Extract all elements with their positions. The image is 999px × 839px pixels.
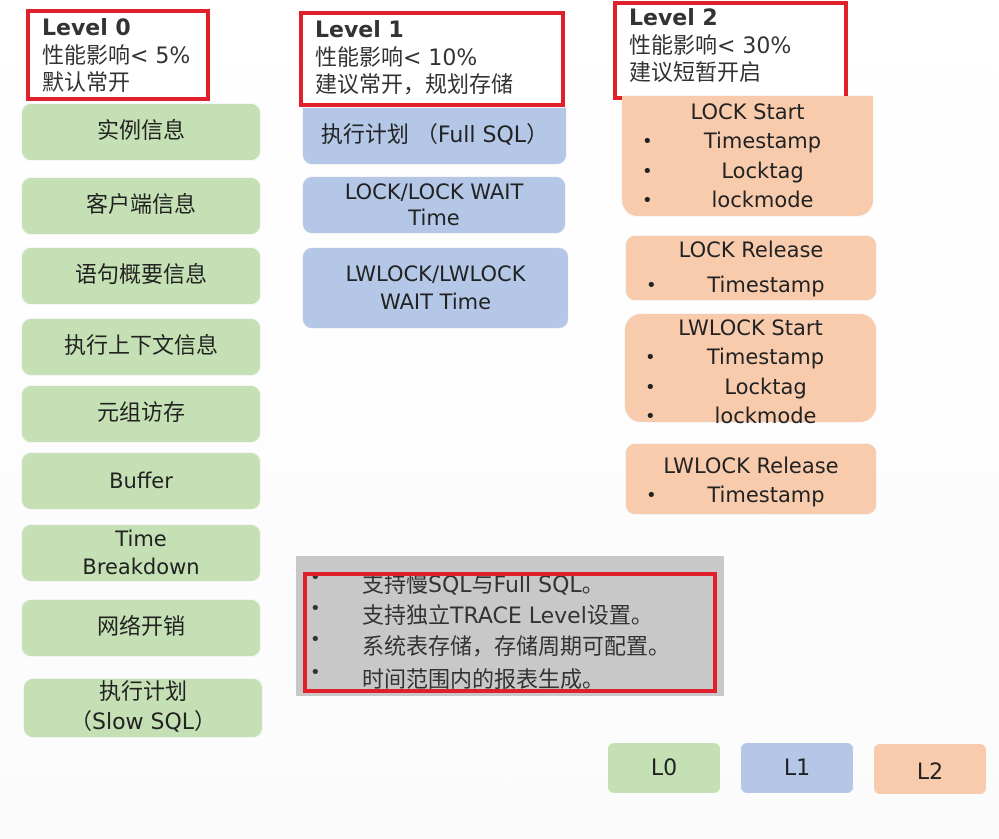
item-label: 实例信息 [96,119,185,145]
item-label: LOCK/LOCK WAIT Time [344,179,524,230]
bullet-text: Timestamp [706,345,825,370]
feature-notes-panel: • 支持慢SQL与Full SQL。 • 支持独立TRACE Level设置。 • 系… [296,556,724,696]
item-label: 元组访存 [96,401,185,427]
level-1-recommendation: 建议常开，规划存储 [315,73,514,98]
bullet-item: • Timestamp [625,343,876,372]
level-1-impact: 性能影响< 10% [315,45,478,71]
bullet-icon: • [646,485,657,507]
group-header: LWLOCK Release [663,454,839,478]
bullet-text: Locktag [721,158,804,183]
level0-item-instance-info: 实例信息 [22,104,260,160]
group-header: LOCK Release [678,238,824,262]
bullet-icon: • [310,629,321,650]
item-label: 执行上下文信息 [63,334,218,360]
level1-item-lock-wait-time: LOCK/LOCK WAIT Time [303,177,565,233]
level0-item-statement-summary: 语句概要信息 [22,248,260,304]
item-label: Buffer [109,468,173,493]
legend-label: L2 [916,759,944,785]
level2-group-lock-release: LOCK Release • Timestamp [626,236,876,300]
bullet-item: • lockmode [625,402,876,431]
level0-item-tuple-access: 元组访存 [22,386,260,442]
legend-l0: L0 [608,743,720,793]
item-label: Time Breakdown [82,526,200,579]
item-label: 执行计划 （Full SQL） [320,123,549,149]
level1-item-lwlock-wait-time: LWLOCK/LWLOCK WAIT Time [303,248,568,328]
level0-item-execution-plan-slow-sql: 执行计划（Slow SQL） [24,679,262,737]
bullet-text: lockmode [711,188,814,213]
level-0-header: Level 0 性能影响< 5% 默认常开 [26,9,210,101]
note-item: • 支持慢SQL与Full SQL。 [310,567,604,599]
level2-group-lwlock-release: LWLOCK Release • Timestamp [626,444,876,514]
level0-item-execution-context: 执行上下文信息 [22,319,260,375]
bullet-text: Timestamp [703,129,822,154]
level-2-recommendation: 建议短暂开启 [629,61,762,86]
bullet-text: Locktag [724,374,807,399]
level0-item-time-breakdown: Time Breakdown [22,525,260,581]
bullet-item: • Timestamp [626,481,876,510]
bullet-icon: • [645,406,656,428]
bullet-item: • Timestamp [622,127,873,156]
level-0-title: Level 0 [42,16,131,41]
legend-label: L0 [650,755,678,781]
group-header: LOCK Start [690,100,805,124]
bullet-icon: • [310,662,321,683]
bullet-item: • Timestamp [626,271,876,300]
bullet-item: • Locktag [625,373,876,402]
legend-l2: L2 [874,744,986,794]
notes-highlight-frame [303,572,717,693]
level1-item-execution-plan-full-sql: 执行计划 （Full SQL） [303,108,566,164]
bullet-icon: • [646,275,657,297]
item-label: LWLOCK/LWLOCK WAIT Time [345,261,526,314]
item-label: 客户端信息 [85,193,196,219]
level0-item-buffer: Buffer [22,453,260,509]
level-2-header: Level 2 性能影响< 30% 建议短暂开启 [613,1,848,100]
level-2-impact: 性能影响< 30% [629,33,792,59]
level-0-recommendation: 默认常开 [42,71,131,96]
item-label: 语句概要信息 [74,263,207,289]
bullet-icon: • [642,160,653,182]
group-header: LWLOCK Start [678,316,823,340]
note-item: • 支持独立TRACE Level设置。 [310,598,653,630]
note-text: 支持慢SQL与Full SQL。 [362,573,604,598]
level-0-impact: 性能影响< 5% [42,43,191,69]
item-label: 执行计划（Slow SQL） [70,680,217,735]
bullet-item: • lockmode [622,186,873,215]
level-1-title: Level 1 [315,18,404,43]
legend-label: L1 [783,755,811,781]
note-item: • 时间范围内的报表生成。 [310,662,604,694]
bullet-icon: • [310,598,321,619]
bullet-text: Timestamp [707,273,825,298]
bullet-icon: • [310,567,321,588]
level2-group-lock-start: LOCK Start • Timestamp • Locktag • lockmode [622,96,873,216]
note-text: 时间范围内的报表生成。 [362,668,605,693]
item-label: 网络开销 [96,615,185,641]
bullet-item: • Locktag [622,157,873,186]
note-item: • 系统表存储，存储周期可配置。 [310,629,670,661]
bullet-icon: • [642,190,653,212]
level2-group-lwlock-start: LWLOCK Start • Timestamp • Locktag • lockmo… [625,314,876,428]
level0-item-network-cost: 网络开销 [22,600,260,656]
bullet-icon: • [645,376,656,398]
bullet-icon: • [642,131,653,153]
level-2-title: Level 2 [629,6,718,31]
bullet-icon: • [645,347,656,369]
bullet-text: Timestamp [707,483,825,508]
legend-l1: L1 [741,743,853,793]
bullet-text: lockmode [714,404,817,429]
note-text: 支持独立TRACE Level设置。 [362,604,653,629]
level-1-header: Level 1 性能影响< 10% 建议常开，规划存储 [299,11,565,107]
note-text: 系统表存储，存储周期可配置。 [362,635,671,660]
level0-item-client-info: 客户端信息 [22,178,260,234]
